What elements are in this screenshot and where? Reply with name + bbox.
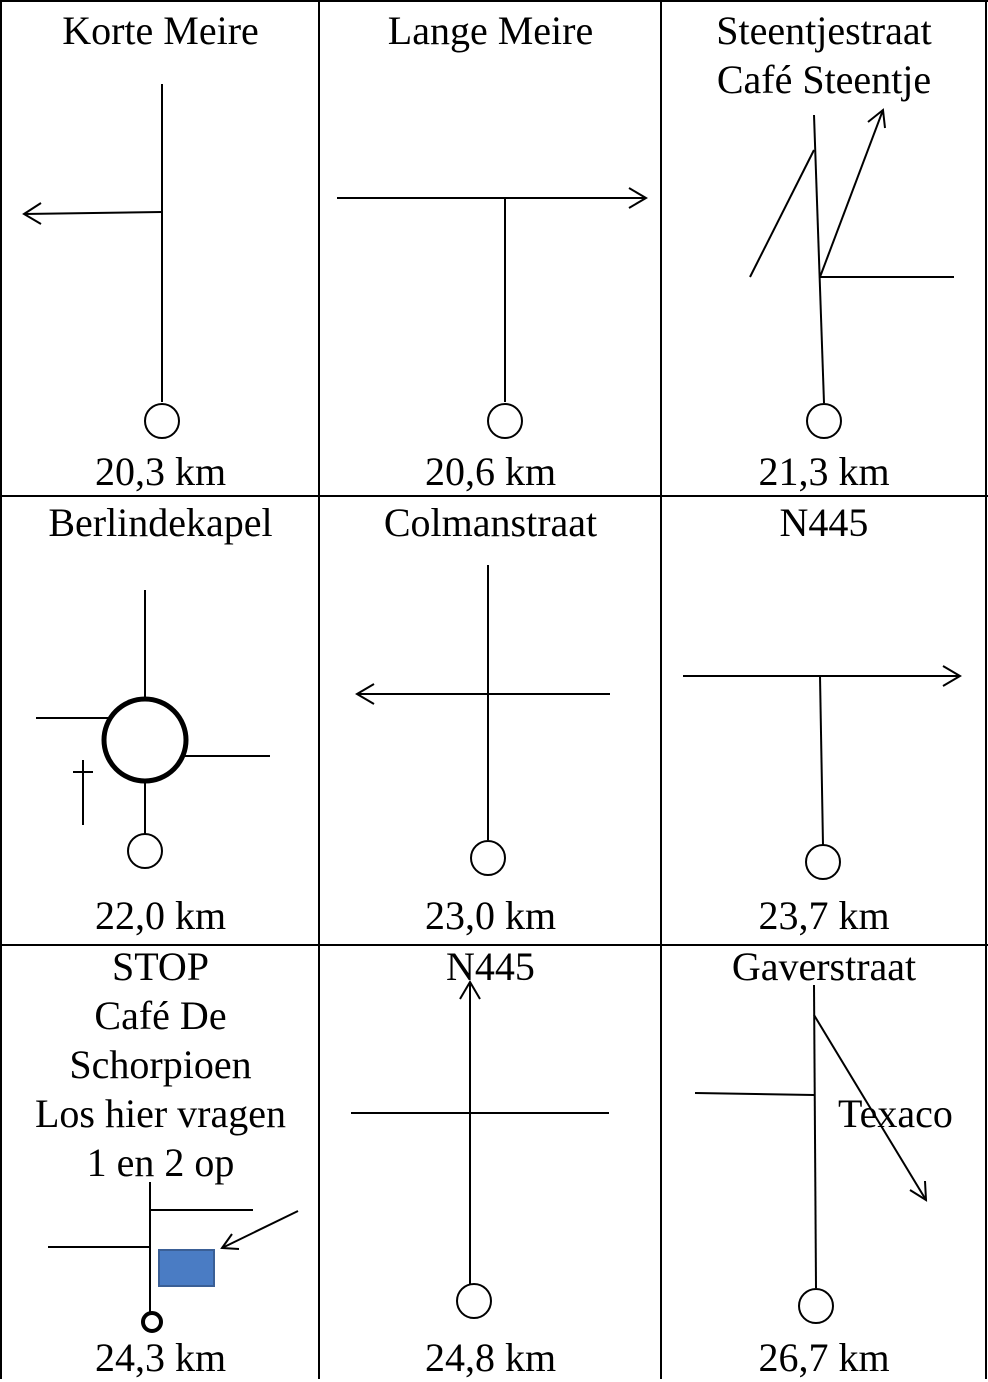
cell-title-lange-meire: Lange Meire — [387, 8, 594, 53]
cell-title-steentjestraat: Steentjestraat Café Steentje — [716, 8, 932, 102]
diagram-n445-right — [683, 665, 962, 880]
cell-title-n445: N445 — [779, 500, 869, 545]
cafe-building-icon — [158, 1249, 215, 1287]
cell-title-berlindekapel: Berlindekapel — [48, 500, 273, 545]
diagram-korte-meire — [22, 84, 180, 439]
cell-distance-6: 23,7 km — [758, 893, 890, 938]
cell-title-n445-straight: N445 — [446, 944, 535, 989]
cell-distance-9: 26,7 km — [758, 1335, 890, 1380]
cell-distance-4: 22,0 km — [94, 893, 227, 938]
cell-distance-3: 21,3 km — [758, 449, 890, 494]
diagram-steentjestraat — [749, 108, 954, 439]
cell-distance-7: 24,3 km — [94, 1335, 227, 1380]
cell-title-colmanstraat: Colmanstraat — [383, 500, 598, 545]
diagram-stop-cafe — [48, 1182, 299, 1333]
texaco-annotation: Texaco — [838, 1091, 953, 1136]
diagram-berlindekapel — [36, 590, 270, 869]
cell-distance-1: 20,3 km — [94, 449, 227, 494]
cell-title-korte-meire: Korte Meire — [62, 8, 259, 53]
diagram-n445-straight — [351, 980, 609, 1319]
diagram-lange-meire — [337, 187, 648, 439]
cell-distance-2: 20,6 km — [424, 449, 557, 494]
cell-title-gaverstraat: Gaverstraat — [731, 944, 917, 989]
cell-title-stop: STOP Café De Schorpioen Los hier vragen … — [34, 944, 286, 1185]
diagram-colmanstraat — [355, 565, 610, 876]
cell-distance-5: 23,0 km — [424, 893, 557, 938]
diagram-gaverstraat — [694, 984, 928, 1324]
cell-distance-8: 24,8 km — [424, 1335, 557, 1380]
